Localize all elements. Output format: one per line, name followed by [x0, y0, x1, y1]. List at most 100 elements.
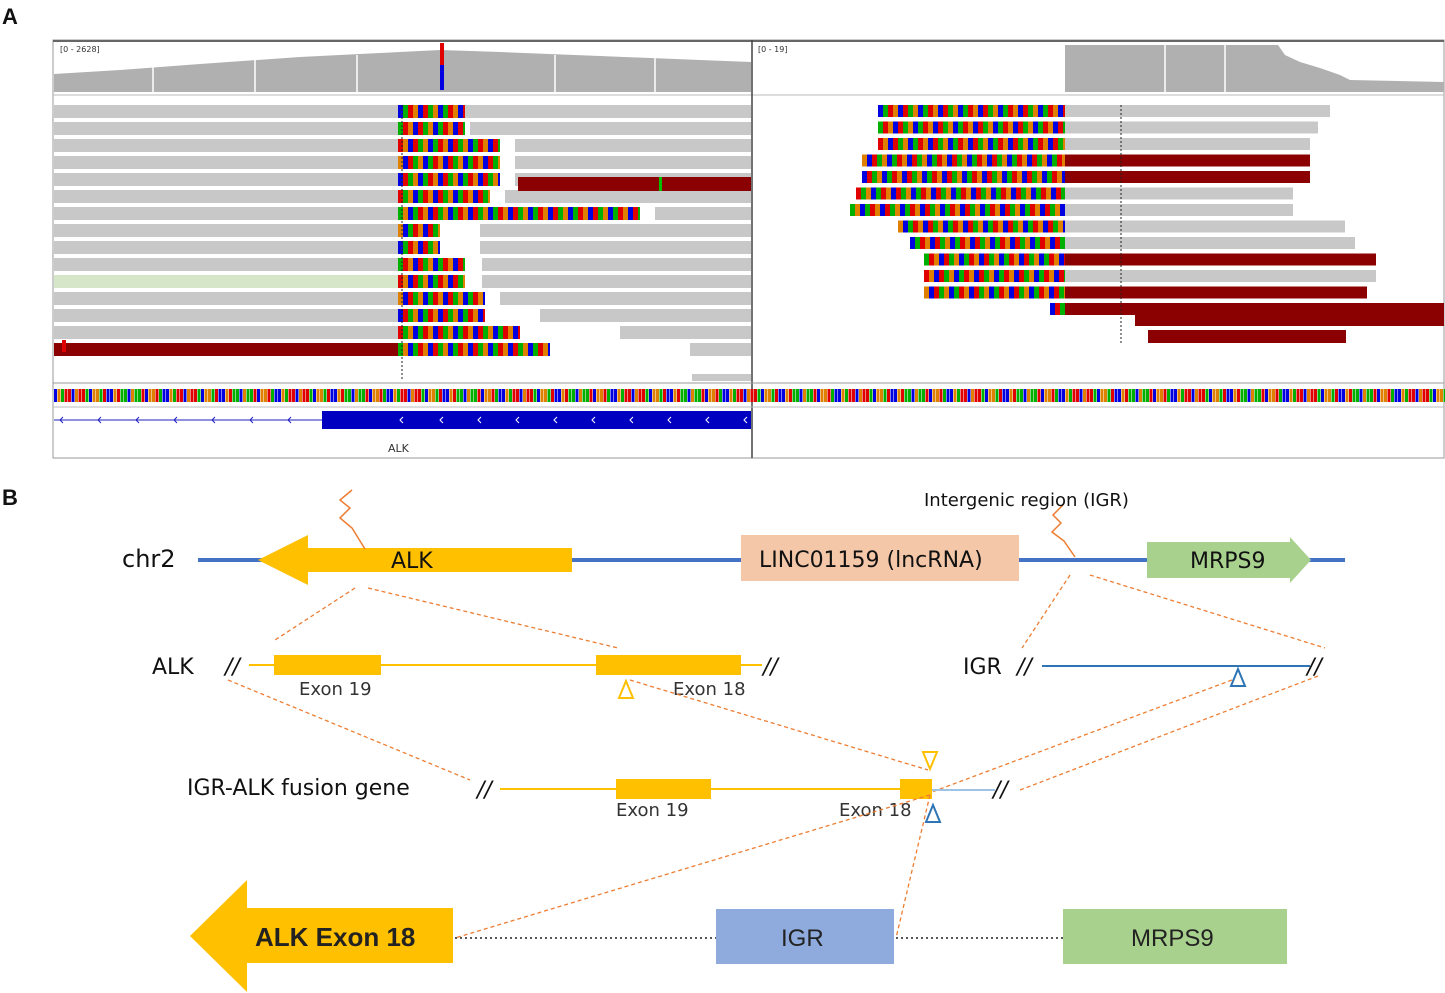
- soft-clip-base: [568, 207, 573, 220]
- soft-clip-base: [433, 139, 438, 152]
- soft-clip-base: [986, 187, 991, 200]
- soft-clip-base: [453, 275, 458, 288]
- soft-clip-base: [1006, 187, 1011, 200]
- igr-title: Intergenic region (IGR): [924, 490, 1129, 511]
- sequence-base: [1223, 389, 1226, 402]
- soft-clip-base: [948, 121, 953, 134]
- soft-clip-base: [917, 171, 922, 183]
- soft-clip-base: [1053, 220, 1058, 233]
- sequence-base: [593, 389, 596, 402]
- sequence-base: [757, 389, 761, 402]
- soft-clip-base: [533, 207, 538, 220]
- soft-clip-base: [413, 241, 418, 254]
- soft-clip-base: [493, 173, 498, 186]
- soft-clip-base: [618, 207, 623, 220]
- soft-clip-base: [403, 275, 408, 288]
- sequence-base: [1258, 389, 1261, 402]
- soft-clip-base: [438, 309, 443, 322]
- read-right-tail: [1065, 204, 1293, 216]
- soft-clip-base: [1023, 121, 1028, 134]
- soft-clip-base: [933, 121, 938, 134]
- soft-clip-base: [413, 190, 418, 203]
- sequence-base: [1366, 389, 1370, 402]
- soft-clip-base: [941, 187, 946, 200]
- soft-clip-base: [915, 204, 920, 216]
- soft-clip-base: [463, 343, 468, 356]
- sequence-base: [1324, 389, 1328, 402]
- sequence-base: [803, 389, 806, 402]
- sequence-base: [684, 389, 687, 402]
- read-left-segment: [54, 139, 398, 152]
- sequence-base: [715, 389, 719, 402]
- sequence-base: [999, 389, 1002, 402]
- soft-clip-base: [924, 270, 929, 282]
- read-left-segment: [54, 292, 398, 305]
- soft-clip-base: [583, 207, 588, 220]
- soft-clip-base: [448, 275, 453, 288]
- coverage-scale-left: [0 - 2628]: [60, 45, 100, 54]
- soft-clip-base: [931, 187, 936, 200]
- bottom-alk-label: ALK Exon 18: [255, 922, 415, 952]
- soft-clip-base: [963, 220, 968, 233]
- strand-chevron-icon: [97, 416, 102, 424]
- sequence-base: [495, 389, 498, 402]
- sequence-base: [736, 389, 740, 402]
- soft-clip-base: [558, 207, 563, 220]
- soft-clip-base: [528, 343, 533, 356]
- soft-clip-base: [448, 105, 453, 118]
- sequence-base: [71, 389, 75, 402]
- sequence-base: [155, 389, 159, 402]
- soft-clip-base: [438, 156, 443, 169]
- sequence-base: [341, 389, 344, 402]
- soft-clip-base: [413, 224, 418, 237]
- soft-clip-base: [488, 156, 493, 169]
- soft-clip-base: [563, 207, 568, 220]
- soft-clip-base: [503, 343, 508, 356]
- soft-clip-base: [438, 122, 443, 135]
- sequence-base: [320, 389, 323, 402]
- soft-clip-base: [1029, 270, 1034, 282]
- sequence-base: [1377, 389, 1380, 402]
- sequence-base: [768, 389, 771, 402]
- soft-clip-base: [543, 343, 548, 356]
- soft-clip-base: [433, 105, 438, 118]
- soft-clip-base: [966, 187, 971, 200]
- fusion-exon19-box: [616, 779, 711, 799]
- soft-clip-base: [963, 121, 968, 134]
- soft-clip-base: [548, 207, 553, 220]
- soft-clip-base: [483, 292, 485, 305]
- sequence-base: [953, 389, 957, 402]
- soft-clip-base: [1049, 286, 1054, 299]
- soft-clip-base: [938, 220, 943, 233]
- soft-clip-base: [969, 286, 974, 299]
- sequence-base: [1394, 389, 1398, 402]
- soft-clip-base: [408, 241, 413, 254]
- sequence-base: [390, 389, 393, 402]
- soft-clip-base: [403, 105, 408, 118]
- sequence-base: [488, 389, 491, 402]
- sequence-base: [337, 389, 341, 402]
- soft-clip-base: [1036, 187, 1041, 200]
- soft-clip-base: [398, 173, 403, 186]
- sequence-base: [614, 389, 617, 402]
- soft-clip-base: [498, 156, 500, 169]
- soft-clip-base: [1017, 171, 1022, 183]
- sequence-base: [691, 389, 694, 402]
- soft-clip-base: [1027, 171, 1032, 183]
- sequence-base: [866, 389, 869, 402]
- sequence-base: [834, 389, 838, 402]
- sequence-base: [1240, 389, 1244, 402]
- sequence-base: [726, 389, 729, 402]
- sequence-base: [1023, 389, 1027, 402]
- sequence-base: [222, 389, 225, 402]
- sequence-base: [134, 389, 138, 402]
- read-right-tail: [1065, 105, 1330, 117]
- sequence-base: [442, 389, 446, 402]
- sequence-base: [1415, 389, 1419, 402]
- sequence-base: [838, 389, 841, 402]
- soft-clip-base: [408, 258, 413, 271]
- read-left-segment: [54, 122, 398, 135]
- soft-clip-base: [994, 270, 999, 282]
- soft-clip-base: [418, 309, 423, 322]
- sequence-base: [1097, 389, 1100, 402]
